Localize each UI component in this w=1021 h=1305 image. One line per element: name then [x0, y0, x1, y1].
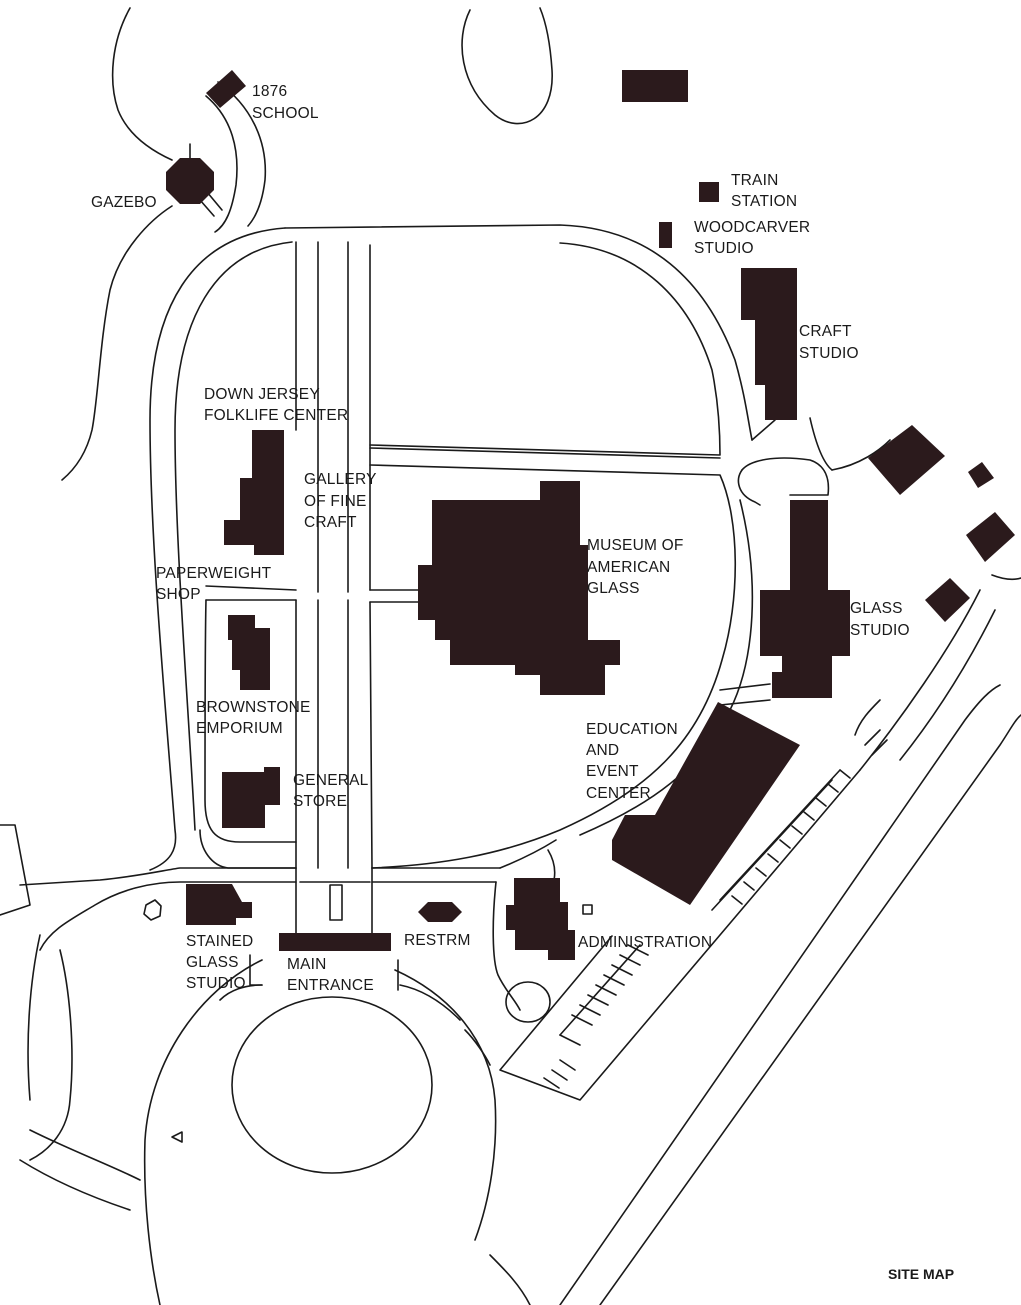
- building-education-event-center: [612, 702, 800, 905]
- building-stained-glass-studio: [186, 884, 252, 925]
- building-ne-1: [868, 425, 945, 495]
- label-restroom: RESTRM: [404, 932, 471, 949]
- building-craft-studio: [741, 268, 797, 420]
- label-administration: ADMINISTRATION: [578, 934, 712, 951]
- parking-stalls-east: [711, 699, 888, 911]
- building-administration: [506, 878, 575, 960]
- map-title: SITE MAP: [888, 1266, 954, 1282]
- road-network: [0, 7, 1021, 1305]
- building-top-north: [622, 70, 688, 102]
- building-1876-school: [206, 70, 246, 108]
- building-ne-4: [925, 578, 970, 622]
- building-ne-3: [966, 512, 1015, 562]
- buildings: [166, 70, 1015, 960]
- building-down-jersey-folklife: [224, 430, 284, 555]
- building-woodcarver-studio: [659, 222, 672, 248]
- building-paperweight-shop: [228, 615, 270, 690]
- building-ne-2: [968, 462, 994, 488]
- label-gazebo: GAZEBO: [91, 194, 157, 211]
- building-gazebo: [166, 158, 214, 204]
- building-restroom: [418, 902, 462, 922]
- parking-stalls-south: [543, 944, 649, 1089]
- building-general-store: [222, 767, 280, 828]
- building-glass-studio: [760, 500, 850, 698]
- museum-courtyard: [487, 530, 531, 612]
- building-train-station: [699, 182, 719, 202]
- building-main-entrance: [279, 933, 391, 951]
